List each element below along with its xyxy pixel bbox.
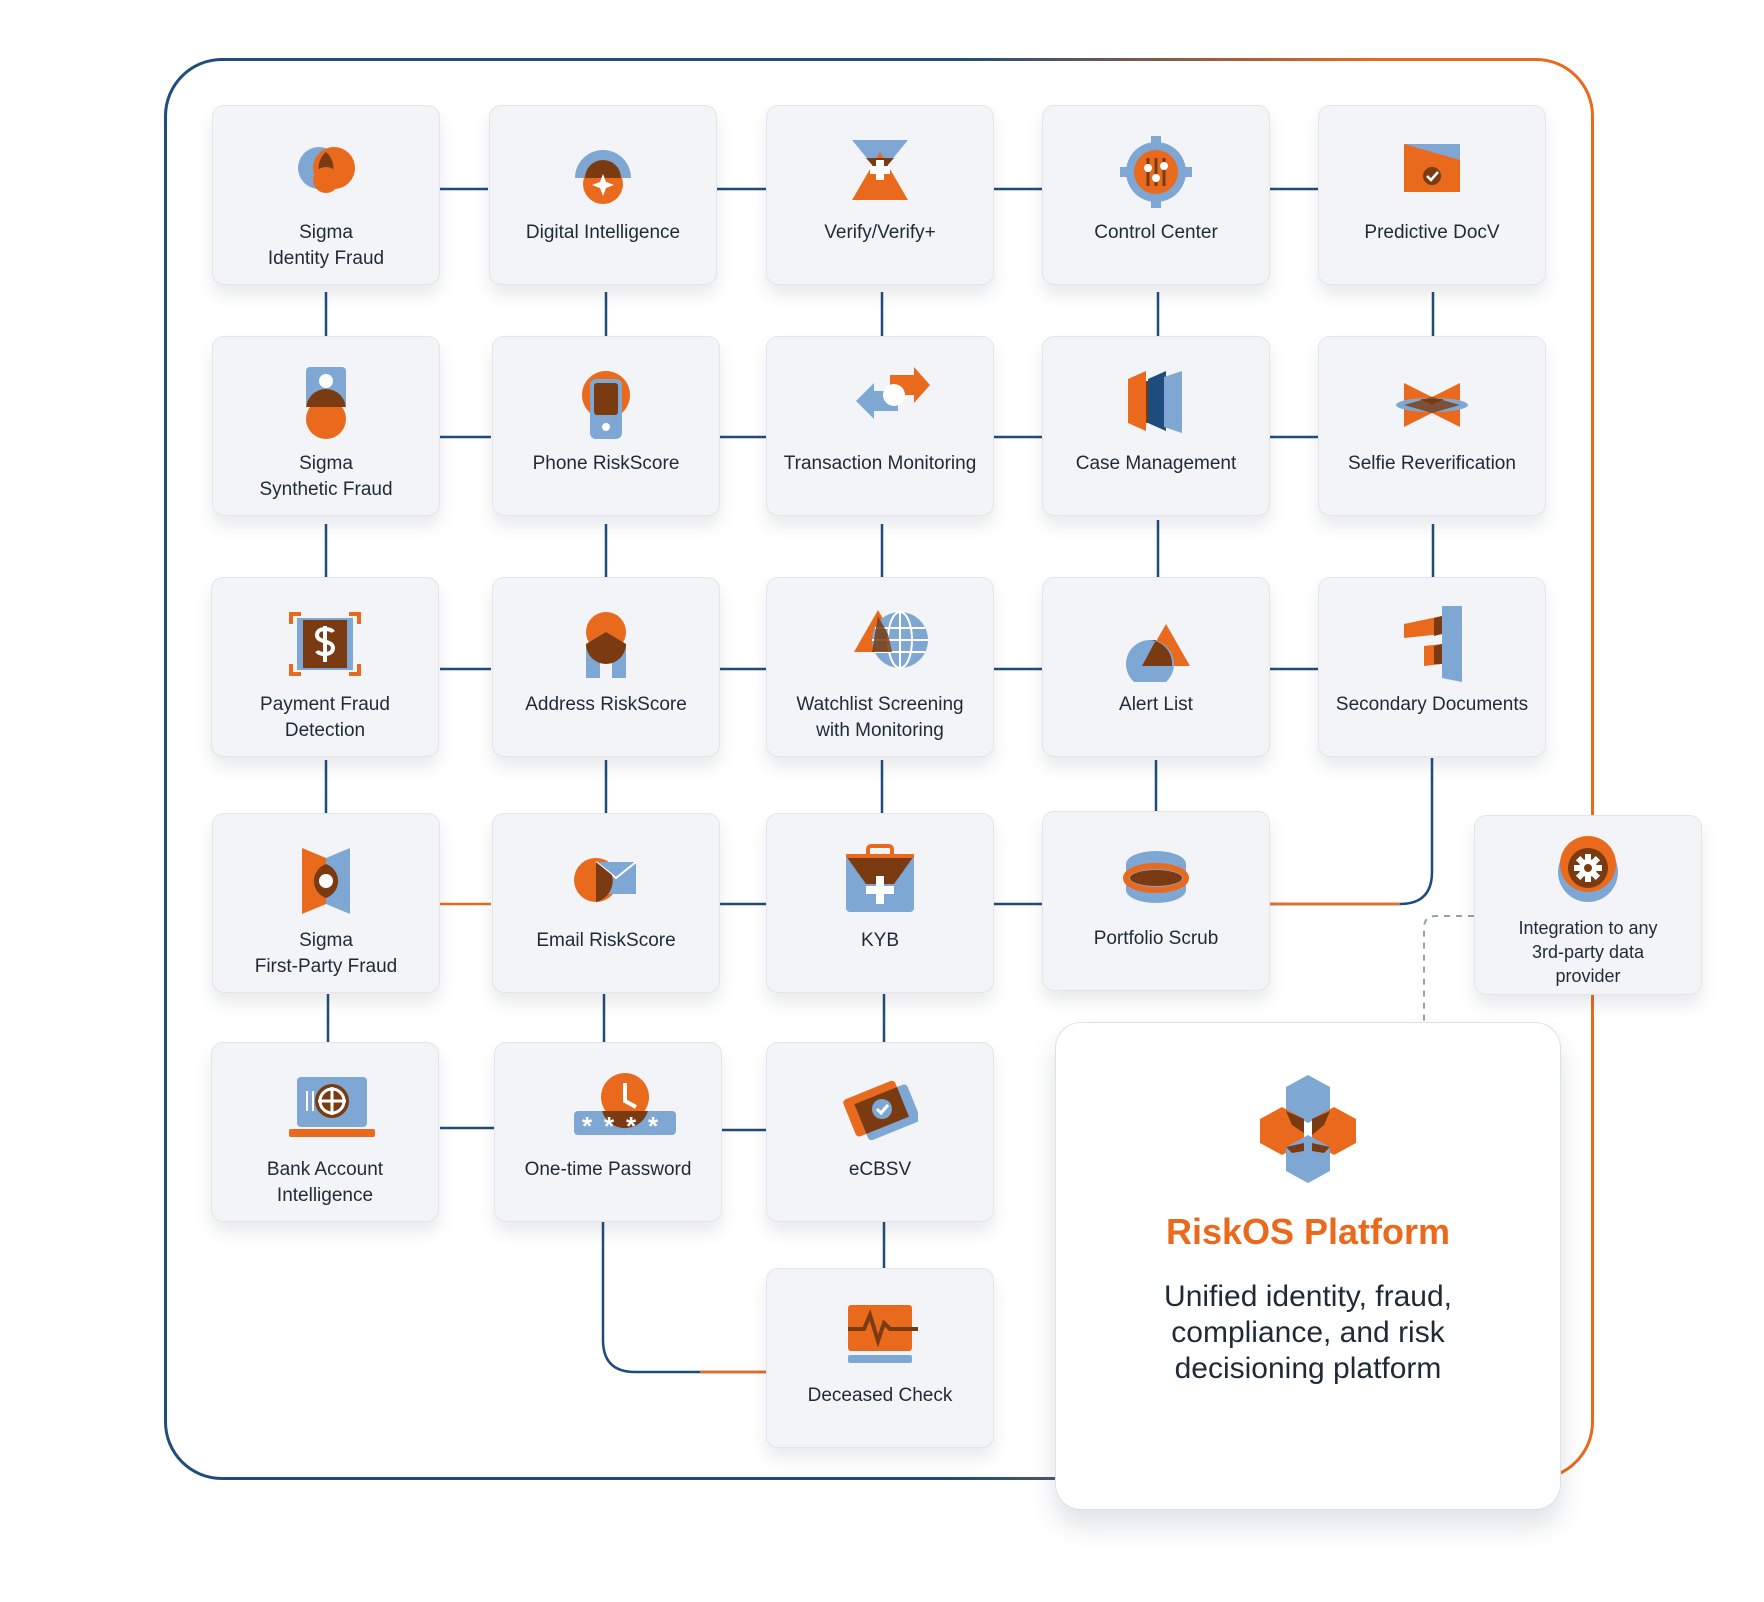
module-label-line: Payment Fraud [260, 694, 390, 715]
document-check-icon [1394, 134, 1470, 210]
overlapping-circles-icon [288, 134, 364, 210]
module-card-transaction-monitoring[interactable]: Transaction Monitoring [766, 336, 994, 516]
module-card-ecbsv[interactable]: eCBSV [766, 1042, 994, 1222]
module-card-predictive-docv[interactable]: Predictive DocV [1318, 105, 1546, 285]
card-check-icon [842, 1071, 918, 1147]
module-card-one-time-password[interactable]: * * * * One-time Password [494, 1042, 722, 1222]
integration-label-line: provider [1555, 966, 1621, 986]
integration-label-line: 3rd-party data [1531, 942, 1645, 962]
module-label-line: Portfolio Scrub [1093, 928, 1219, 949]
svg-text:*: * [582, 1111, 593, 1141]
split-eye-icon [288, 842, 364, 918]
module-label-line: Alert List [1119, 694, 1193, 715]
module-label-line: Detection [284, 720, 366, 741]
stacked-pages-icon [1394, 606, 1470, 682]
folders-icon [1118, 365, 1194, 441]
module-card-control-center[interactable]: Control Center [1042, 105, 1270, 285]
module-label-line: with Monitoring [816, 720, 944, 741]
heartbeat-monitor-icon [842, 1297, 918, 1373]
module-label-line: Email RiskScore [536, 930, 676, 951]
module-label-line: First-Party Fraud [254, 956, 398, 977]
module-label-line: Intelligence [276, 1185, 374, 1206]
hex-cluster-logo-icon [1252, 1073, 1364, 1185]
module-card-digital-intelligence[interactable]: Digital Intelligence [489, 105, 717, 285]
module-label-line: Bank Account [266, 1159, 384, 1180]
module-label-line: Case Management [1075, 453, 1237, 474]
module-card-kyb[interactable]: KYB [766, 813, 994, 993]
platform-description: Unified identity, fraud, compliance, and… [1164, 1280, 1452, 1385]
platform-title: RiskOS Platform [1165, 1211, 1451, 1252]
module-card-deceased-check[interactable]: Deceased Check [766, 1268, 994, 1448]
module-label-line: Watchlist Screening [796, 694, 964, 715]
module-card-alert-list[interactable]: Alert List [1042, 577, 1270, 757]
module-label-line: Predictive DocV [1364, 222, 1500, 243]
sparkle-dome-icon [565, 134, 641, 210]
database-ring-icon [1118, 840, 1194, 916]
house-pin-icon [568, 606, 644, 682]
module-card-watchlist-screening[interactable]: Watchlist Screening with Monitoring [766, 577, 994, 757]
integration-card[interactable]: Integration to any 3rd-party data provid… [1474, 815, 1702, 995]
module-label-line: Sigma [299, 222, 353, 243]
module-card-case-management[interactable]: Case Management [1042, 336, 1270, 516]
module-label-line: Sigma [299, 453, 353, 474]
module-label-line: Verify/Verify+ [824, 222, 936, 243]
module-label-line: One-time Password [524, 1159, 692, 1180]
circle-triangle-icon [1118, 606, 1194, 682]
svg-text:*: * [648, 1111, 659, 1141]
module-card-secondary-documents[interactable]: Secondary Documents [1318, 577, 1546, 757]
integration-label-line: Integration to any [1518, 918, 1658, 938]
module-label-line: Phone RiskScore [532, 453, 680, 474]
hourglass-plus-icon [842, 134, 918, 210]
envelope-icon [568, 842, 644, 918]
clock-password-icon: * * * * [570, 1071, 676, 1147]
module-card-phone-riskscore[interactable]: Phone RiskScore [492, 336, 720, 516]
gear-circle-icon [1550, 834, 1626, 910]
module-label-line: Control Center [1094, 222, 1218, 243]
module-label-line: Secondary Documents [1335, 694, 1529, 715]
person-badge-icon [288, 365, 364, 441]
module-label-line: Selfie Reverification [1348, 453, 1516, 474]
module-label-line: Synthetic Fraud [259, 479, 393, 500]
transfer-arrows-icon [842, 365, 930, 441]
module-card-address-riskscore[interactable]: Address RiskScore [492, 577, 720, 757]
module-label-line: Sigma [299, 930, 353, 951]
module-label-line: Deceased Check [807, 1385, 953, 1406]
module-label-line: Address RiskScore [525, 694, 687, 715]
module-card-portfolio-scrub[interactable]: Portfolio Scrub [1042, 811, 1270, 991]
riskos-platform-card: RiskOS Platform Unified identity, fraud,… [1055, 1022, 1561, 1510]
briefcase-plus-icon [842, 842, 918, 918]
svg-text:*: * [604, 1111, 615, 1141]
laptop-vault-icon [287, 1071, 375, 1147]
svg-text:*: * [626, 1111, 637, 1141]
module-card-selfie-reverification[interactable]: Selfie Reverification [1318, 336, 1546, 516]
module-label-line: eCBSV [848, 1159, 912, 1180]
gear-sliders-icon [1118, 134, 1194, 210]
module-label-line: KYB [860, 930, 900, 951]
module-label-line: Identity Fraud [267, 248, 385, 269]
module-card-verify[interactable]: Verify/Verify+ [766, 105, 994, 285]
globe-triangle-icon [842, 606, 928, 682]
bowtie-icon [1394, 365, 1470, 441]
dollar-scan-icon [287, 606, 363, 682]
phone-icon [568, 365, 644, 441]
module-label-line: Digital Intelligence [525, 222, 681, 243]
module-card-email-riskscore[interactable]: Email RiskScore [492, 813, 720, 993]
module-label-line: Transaction Monitoring [783, 453, 977, 474]
